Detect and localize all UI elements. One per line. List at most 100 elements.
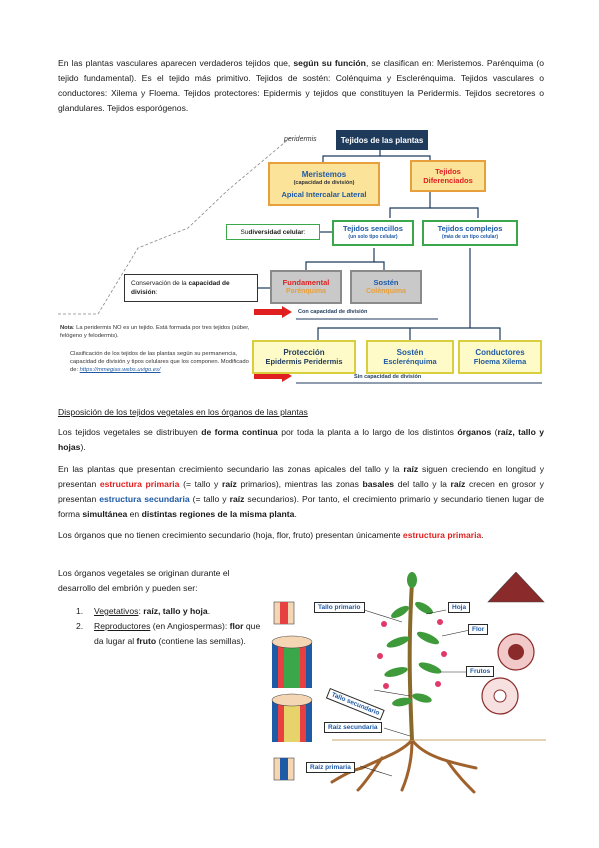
conductores-title: Conductores xyxy=(475,348,525,357)
conductores-box: Conductores Floema Xilema xyxy=(458,340,542,374)
fundamental-box: Fundamental Parénquima xyxy=(270,270,342,304)
intro-text: En las plantas vasculares aparecen verda… xyxy=(58,58,294,68)
p2-blue-1: estructura secundaria xyxy=(99,494,190,504)
frutos-label: Frutos xyxy=(466,666,495,677)
p1-bold-2: órganos xyxy=(457,427,492,437)
p2-text-1: En las plantas que presentan crecimiento… xyxy=(58,464,404,474)
leaf-section xyxy=(487,572,545,603)
diferenciados-box: Tejidos Diferenciados xyxy=(410,160,486,192)
note-bold: Nota xyxy=(60,325,73,331)
list-text: . xyxy=(207,606,211,616)
p1-bold-3: raíz, tallo y hojas xyxy=(58,427,545,452)
diagram-caption: Clasificación de los tejidos de las plan… xyxy=(70,350,256,374)
p1-text-4: ). xyxy=(80,442,86,452)
diversidad-label-box: Su diversidad celular: xyxy=(226,224,320,240)
stem-cross-sections xyxy=(271,601,313,781)
red-arrow-1 xyxy=(254,306,292,318)
complejos-sub: (más de un tipo celular) xyxy=(441,234,499,240)
meristemos-sub: (capacidad de división) xyxy=(293,179,355,186)
raiz-secundaria-label: Raíz secundaria xyxy=(324,722,382,733)
p2-text-2: siguen creciendo en longitud y presentan xyxy=(58,464,545,489)
sosten2-sub: Esclerénquima xyxy=(383,357,437,366)
p2-bold-3: basales xyxy=(362,479,395,489)
p2-text-6: crecen en grosor y presentan xyxy=(58,479,544,504)
paragraph-4: Los órganos vegetales se originan durant… xyxy=(58,568,230,593)
note-body: : La peridermis NO es un tejido. Está fo… xyxy=(60,325,250,339)
p2-text-8: secundarios). Por tanto, el crecimiento … xyxy=(58,494,544,519)
list-bold: flor xyxy=(229,621,244,631)
sin-capacidad-label: Sin capacidad de división xyxy=(354,374,422,380)
complejos-title: Tejidos complejos xyxy=(437,224,503,233)
conservacion-bold: capacidad de división xyxy=(131,280,230,296)
p3-text-2: . xyxy=(481,530,484,540)
p1-text-3: ( xyxy=(491,427,498,437)
list-number: 2. xyxy=(76,621,84,631)
root-label: Tejidos de las plantas xyxy=(340,135,424,145)
sosten2-title: Sostén xyxy=(396,348,424,357)
list-text: : xyxy=(138,606,144,616)
scribble-text: peridermis xyxy=(284,136,317,143)
p2-text-4: primarios), mientras las zonas xyxy=(236,479,363,489)
organ-list: 1. Vegetativos: raíz, tallo y hoja. 2. R… xyxy=(76,604,262,649)
list-text: que da lugar al xyxy=(94,621,261,646)
tallo-primario-label: Tallo primario xyxy=(314,602,365,613)
plant-organs-illustration: Tallo primario Hoja Flor Frutos Tallo se… xyxy=(262,572,546,794)
flor-label: Flor xyxy=(468,624,489,635)
fundamental-sub: Parénquima xyxy=(285,288,327,295)
list-label: Reproductores xyxy=(94,621,151,631)
meristemos-title: Meristemos xyxy=(301,169,347,179)
fundamental-title: Fundamental xyxy=(282,278,330,287)
proteccion-title: Protección xyxy=(283,348,325,357)
complejos-box: Tejidos complejos (más de un tipo celula… xyxy=(422,220,518,246)
list-number: 1. xyxy=(76,606,84,616)
intro-text-2: , se clasifican en: Meristemos. Parénqui… xyxy=(58,58,544,113)
plant-drawing xyxy=(271,572,546,794)
list-bold: raíz, tallo y hoja xyxy=(143,606,208,616)
p2-bold-7: distintas regiones de la misma planta xyxy=(141,509,295,519)
proteccion-sub: Epidermis Peridermis xyxy=(265,357,343,366)
sosten1-box: Sostén Colénquima xyxy=(350,270,422,304)
diferenciados-label: Tejidos Diferenciados xyxy=(423,167,473,185)
p2-text-5: del tallo y la xyxy=(394,479,451,489)
p2-bold-1: raíz xyxy=(403,464,419,474)
conductores-sub: Floema Xilema xyxy=(473,357,527,366)
meristemos-types: Apical Intercalar Lateral xyxy=(281,189,367,199)
p2-text-7: (= tallo y xyxy=(189,494,230,504)
proteccion-box: Protección Epidermis Peridermis xyxy=(252,340,356,374)
sencillos-title: Tejidos sencillos xyxy=(343,224,403,233)
meristemos-box: Meristemos (capacidad de división) Apica… xyxy=(268,162,380,206)
section-title: Disposición de los tejidos vegetales en … xyxy=(58,407,308,417)
conservacion-suffix: : xyxy=(155,289,158,296)
p1-text-2: por toda la planta a lo largo de los dis… xyxy=(277,427,458,437)
p2-bold-2: raíz xyxy=(222,479,237,489)
conservacion-prefix: Conservación de la xyxy=(131,280,189,287)
diversidad-bold: diversidad celular xyxy=(248,228,304,236)
caption-link[interactable]: https://mmegias.webs.uvigo.es/ xyxy=(79,367,161,373)
diagram-connectors xyxy=(58,137,542,384)
sencillos-sub: (un solo tipo celular) xyxy=(348,234,398,240)
list-text: (en Angiospermas): xyxy=(150,621,230,631)
paragraph-2: En las plantas que presentan crecimiento… xyxy=(58,462,544,522)
tissue-classification-diagram: peridermis Tejidos de las plantas Merist… xyxy=(58,128,542,390)
p2-bold-4: raíz xyxy=(450,479,466,489)
paragraph-3: Los órganos que no tienen crecimiento se… xyxy=(58,528,544,543)
p2-red-1: estructura primaria xyxy=(99,479,180,489)
caption-text: Clasificación de los tejidos de las plan… xyxy=(70,351,249,373)
list-label: Vegetativos xyxy=(94,606,139,616)
p2-bold-6: simultánea xyxy=(82,509,128,519)
sosten1-title: Sostén xyxy=(373,278,399,287)
p2-bold-5: raíz xyxy=(229,494,245,504)
p3-red-1: estructura primaria xyxy=(402,530,482,540)
diversidad-prefix: Su xyxy=(240,228,249,236)
note-text: Nota: La peridermis NO es un tejido. Est… xyxy=(60,324,256,340)
conservacion-label-box: Conservación de la capacidad de división… xyxy=(124,274,258,302)
sencillos-box: Tejidos sencillos (un solo tipo celular) xyxy=(332,220,414,246)
p2-text-9: en xyxy=(127,509,142,519)
intro-paragraph: En las plantas vasculares aparecen verda… xyxy=(58,56,544,116)
raiz-primaria-label: Raíz primaria xyxy=(306,762,355,773)
list-item: 1. Vegetativos: raíz, tallo y hoja. xyxy=(76,604,262,619)
list-bold: fruto xyxy=(136,636,157,646)
diversidad-suffix: : xyxy=(303,228,306,236)
con-capacidad-label: Con capacidad de división xyxy=(298,309,368,315)
p2-text-3: (= tallo y xyxy=(179,479,223,489)
